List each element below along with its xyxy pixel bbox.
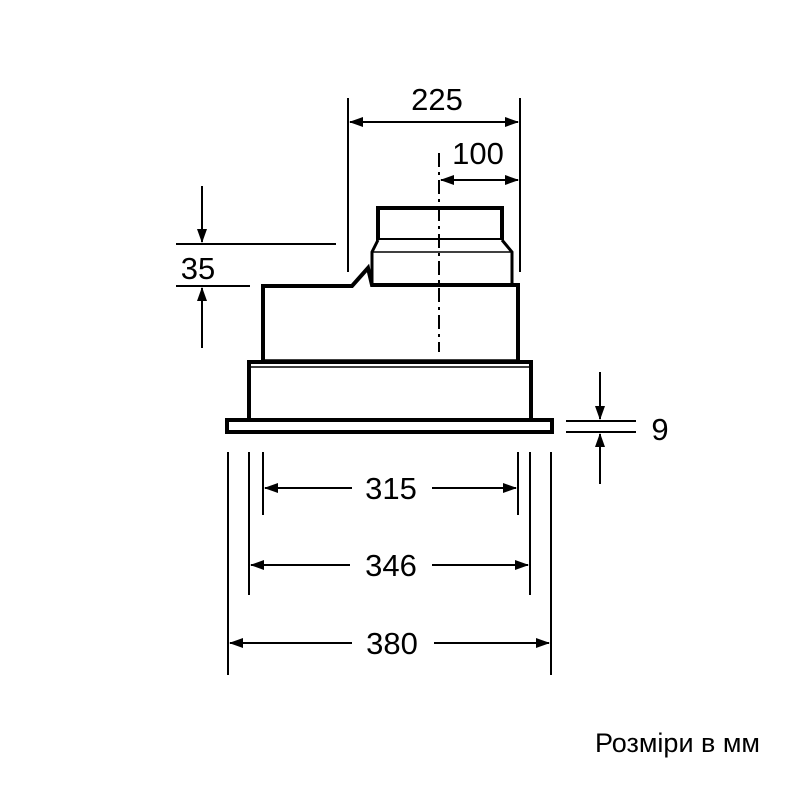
flange <box>225 418 554 434</box>
dimension-346-label-bg <box>350 546 432 582</box>
dimension-35-label: 35 <box>181 251 215 286</box>
dimension-225-label: 225 <box>411 82 463 117</box>
dimension-9 <box>566 372 636 484</box>
dimension-35 <box>176 186 336 348</box>
duct-neck <box>370 239 514 287</box>
dimension-225 <box>347 98 521 272</box>
dimension-315-label: 315 <box>365 471 417 506</box>
dimension-346-label: 346 <box>365 548 417 583</box>
upper-housing <box>261 263 520 360</box>
units-caption: Розміри в мм <box>594 728 760 758</box>
dimension-380-label: 380 <box>366 626 418 661</box>
dimension-380-label-bg <box>352 624 434 660</box>
lower-body <box>247 360 533 420</box>
hood-body <box>225 206 554 434</box>
dimension-100-label: 100 <box>452 136 504 171</box>
dimension-315-label-bg <box>352 470 432 506</box>
dimension-9-label: 9 <box>651 412 668 447</box>
bottom-extension-lines <box>227 452 552 675</box>
